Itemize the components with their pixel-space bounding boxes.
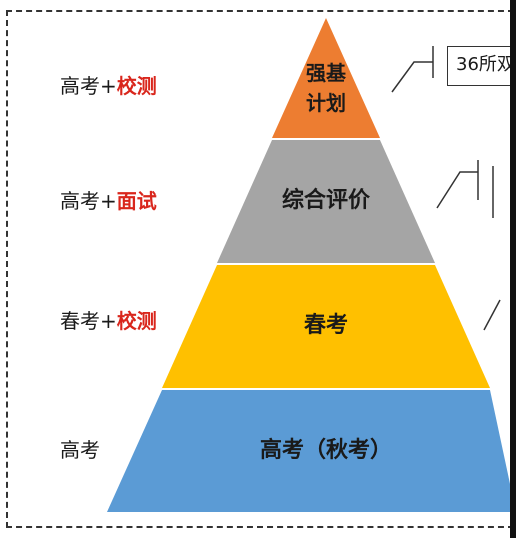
right-edge-bar: [510, 0, 516, 538]
tier-label-3-line-1: 春考: [303, 313, 348, 338]
left-label-1: 高考+校测: [60, 70, 157, 99]
tier-label-3: 春考: [246, 311, 406, 341]
left-label-2-base: 高考+: [60, 189, 117, 213]
left-label-3: 春考+校测: [60, 305, 157, 334]
callout-connectors: [391, 46, 501, 331]
tier-3-shape: [162, 265, 490, 388]
left-label-2: 高考+面试: [60, 185, 157, 214]
left-label-4-base: 高考: [60, 438, 100, 462]
tier-4-shape: [107, 390, 516, 512]
callout-connector-1: [391, 61, 433, 93]
left-label-3-base: 春考+: [60, 309, 117, 333]
tier-label-1-line-2: 计划: [306, 91, 346, 115]
left-label-1-base: 高考+: [60, 74, 117, 98]
tier-label-1: 强基 计划: [286, 58, 366, 118]
left-label-3-suffix: 校测: [116, 309, 157, 333]
tier-label-4-line-1: 高考（秋考）: [259, 438, 392, 463]
tier-label-2-line-1: 综合评价: [281, 188, 370, 213]
callout-box-1-text: 36所双: [456, 54, 515, 75]
left-label-2-suffix: 面试: [116, 189, 157, 213]
tier-label-1-line-1: 强基: [306, 61, 346, 85]
callout-connector-2: [436, 171, 478, 209]
left-label-1-suffix: 校测: [116, 74, 157, 98]
callout-box-1: 36所双: [447, 46, 516, 86]
tier-2-shape: [217, 140, 435, 263]
callout-connector-3: [483, 299, 501, 331]
tier-label-4: 高考（秋考）: [216, 436, 436, 466]
tier-label-2: 综合评价: [246, 186, 406, 216]
tier-1-shape: [272, 18, 380, 138]
left-label-4: 高考: [60, 434, 100, 463]
